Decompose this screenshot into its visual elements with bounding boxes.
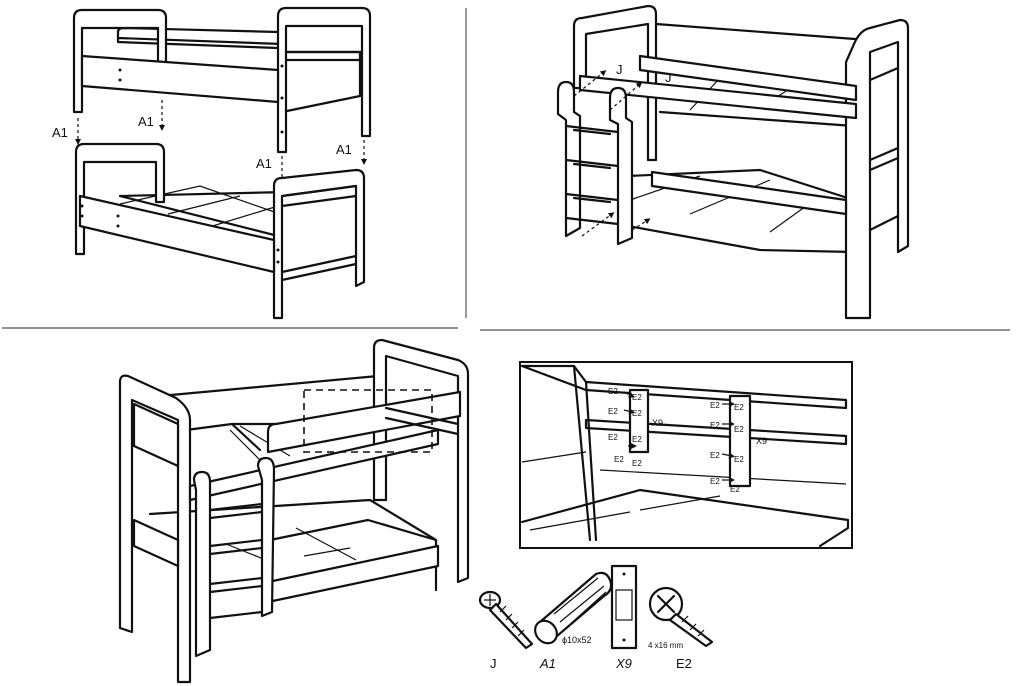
screw-label: E2: [734, 403, 744, 412]
screw-label: E2: [608, 433, 618, 442]
upper-bed-frame: [72, 6, 372, 154]
part-code-x9: X9: [615, 656, 632, 671]
screw-arrows: J J: [573, 62, 672, 237]
detail-callout-box: [303, 389, 433, 453]
wood-screw-j-icon: [478, 590, 534, 650]
bracket-label: X9: [756, 436, 767, 446]
dowel-label: A1: [52, 125, 68, 140]
assembled-ladder: [192, 456, 276, 658]
screw-label: E2: [614, 455, 624, 464]
hardware-legend: J ϕ10x52 A1 X9 4 x16 mm E2: [478, 564, 714, 671]
step-2-ladder-rail: J J: [556, 4, 910, 320]
lower-bed-frame: [74, 142, 366, 320]
screw-label: E2: [734, 455, 744, 464]
screw-label: E2: [632, 409, 642, 418]
part-code-j: J: [490, 656, 497, 671]
screw-label: E2: [730, 485, 740, 494]
panel-separators: [2, 8, 1010, 331]
x9-brackets: X9 X9: [628, 388, 767, 488]
part-spec-e2: 4 x16 mm: [648, 641, 683, 650]
screw-label: E2: [632, 459, 642, 468]
screw-label: E2: [710, 401, 720, 410]
bracket-x9-icon: [610, 564, 638, 650]
screw-label: E2: [710, 477, 720, 486]
dowel-label: A1: [256, 156, 272, 171]
part-code-e2: E2: [676, 656, 692, 671]
ladder: [556, 80, 634, 246]
dowel-label: A1: [138, 114, 154, 129]
screw-label: E2: [734, 425, 744, 434]
screw-label: E2: [632, 435, 642, 444]
x9-bracket: [628, 388, 650, 454]
detail-panel: X9 X9 E2 E2 E2 E2 E2 E2 E2 E2 E2 E2 E2: [519, 361, 853, 549]
bunk-frame: [572, 4, 910, 320]
screw-label: J: [616, 62, 623, 77]
screw-label: E2: [710, 451, 720, 460]
screw-label: E2: [710, 421, 720, 430]
screw-label: E2: [632, 393, 642, 402]
dowel-arrows: A1 A1 A1 A1: [52, 100, 367, 183]
detail-rail: [520, 364, 850, 548]
e2-screws: E2 E2 E2 E2 E2 E2 E2 E2 E2 E2 E2 E2 E2 E…: [608, 387, 744, 494]
dowel-a1-icon: [534, 571, 613, 645]
screw-label: J: [665, 70, 672, 85]
part-code-a1: A1: [539, 656, 556, 671]
screw-label: E2: [608, 407, 618, 416]
step-3-assembled: [118, 338, 470, 684]
step-1-stacking: A1 A1 A1 A1: [52, 6, 372, 320]
screw-label: E2: [608, 387, 618, 396]
x9-bracket: [728, 394, 752, 488]
detail-frame: [519, 361, 853, 549]
dowel-label: A1: [336, 142, 352, 157]
wood-screw-e2-icon: [648, 586, 714, 648]
assembled-bunk: [118, 338, 470, 684]
bracket-label: X9: [652, 418, 663, 428]
part-spec-a1: ϕ10x52: [562, 635, 592, 645]
